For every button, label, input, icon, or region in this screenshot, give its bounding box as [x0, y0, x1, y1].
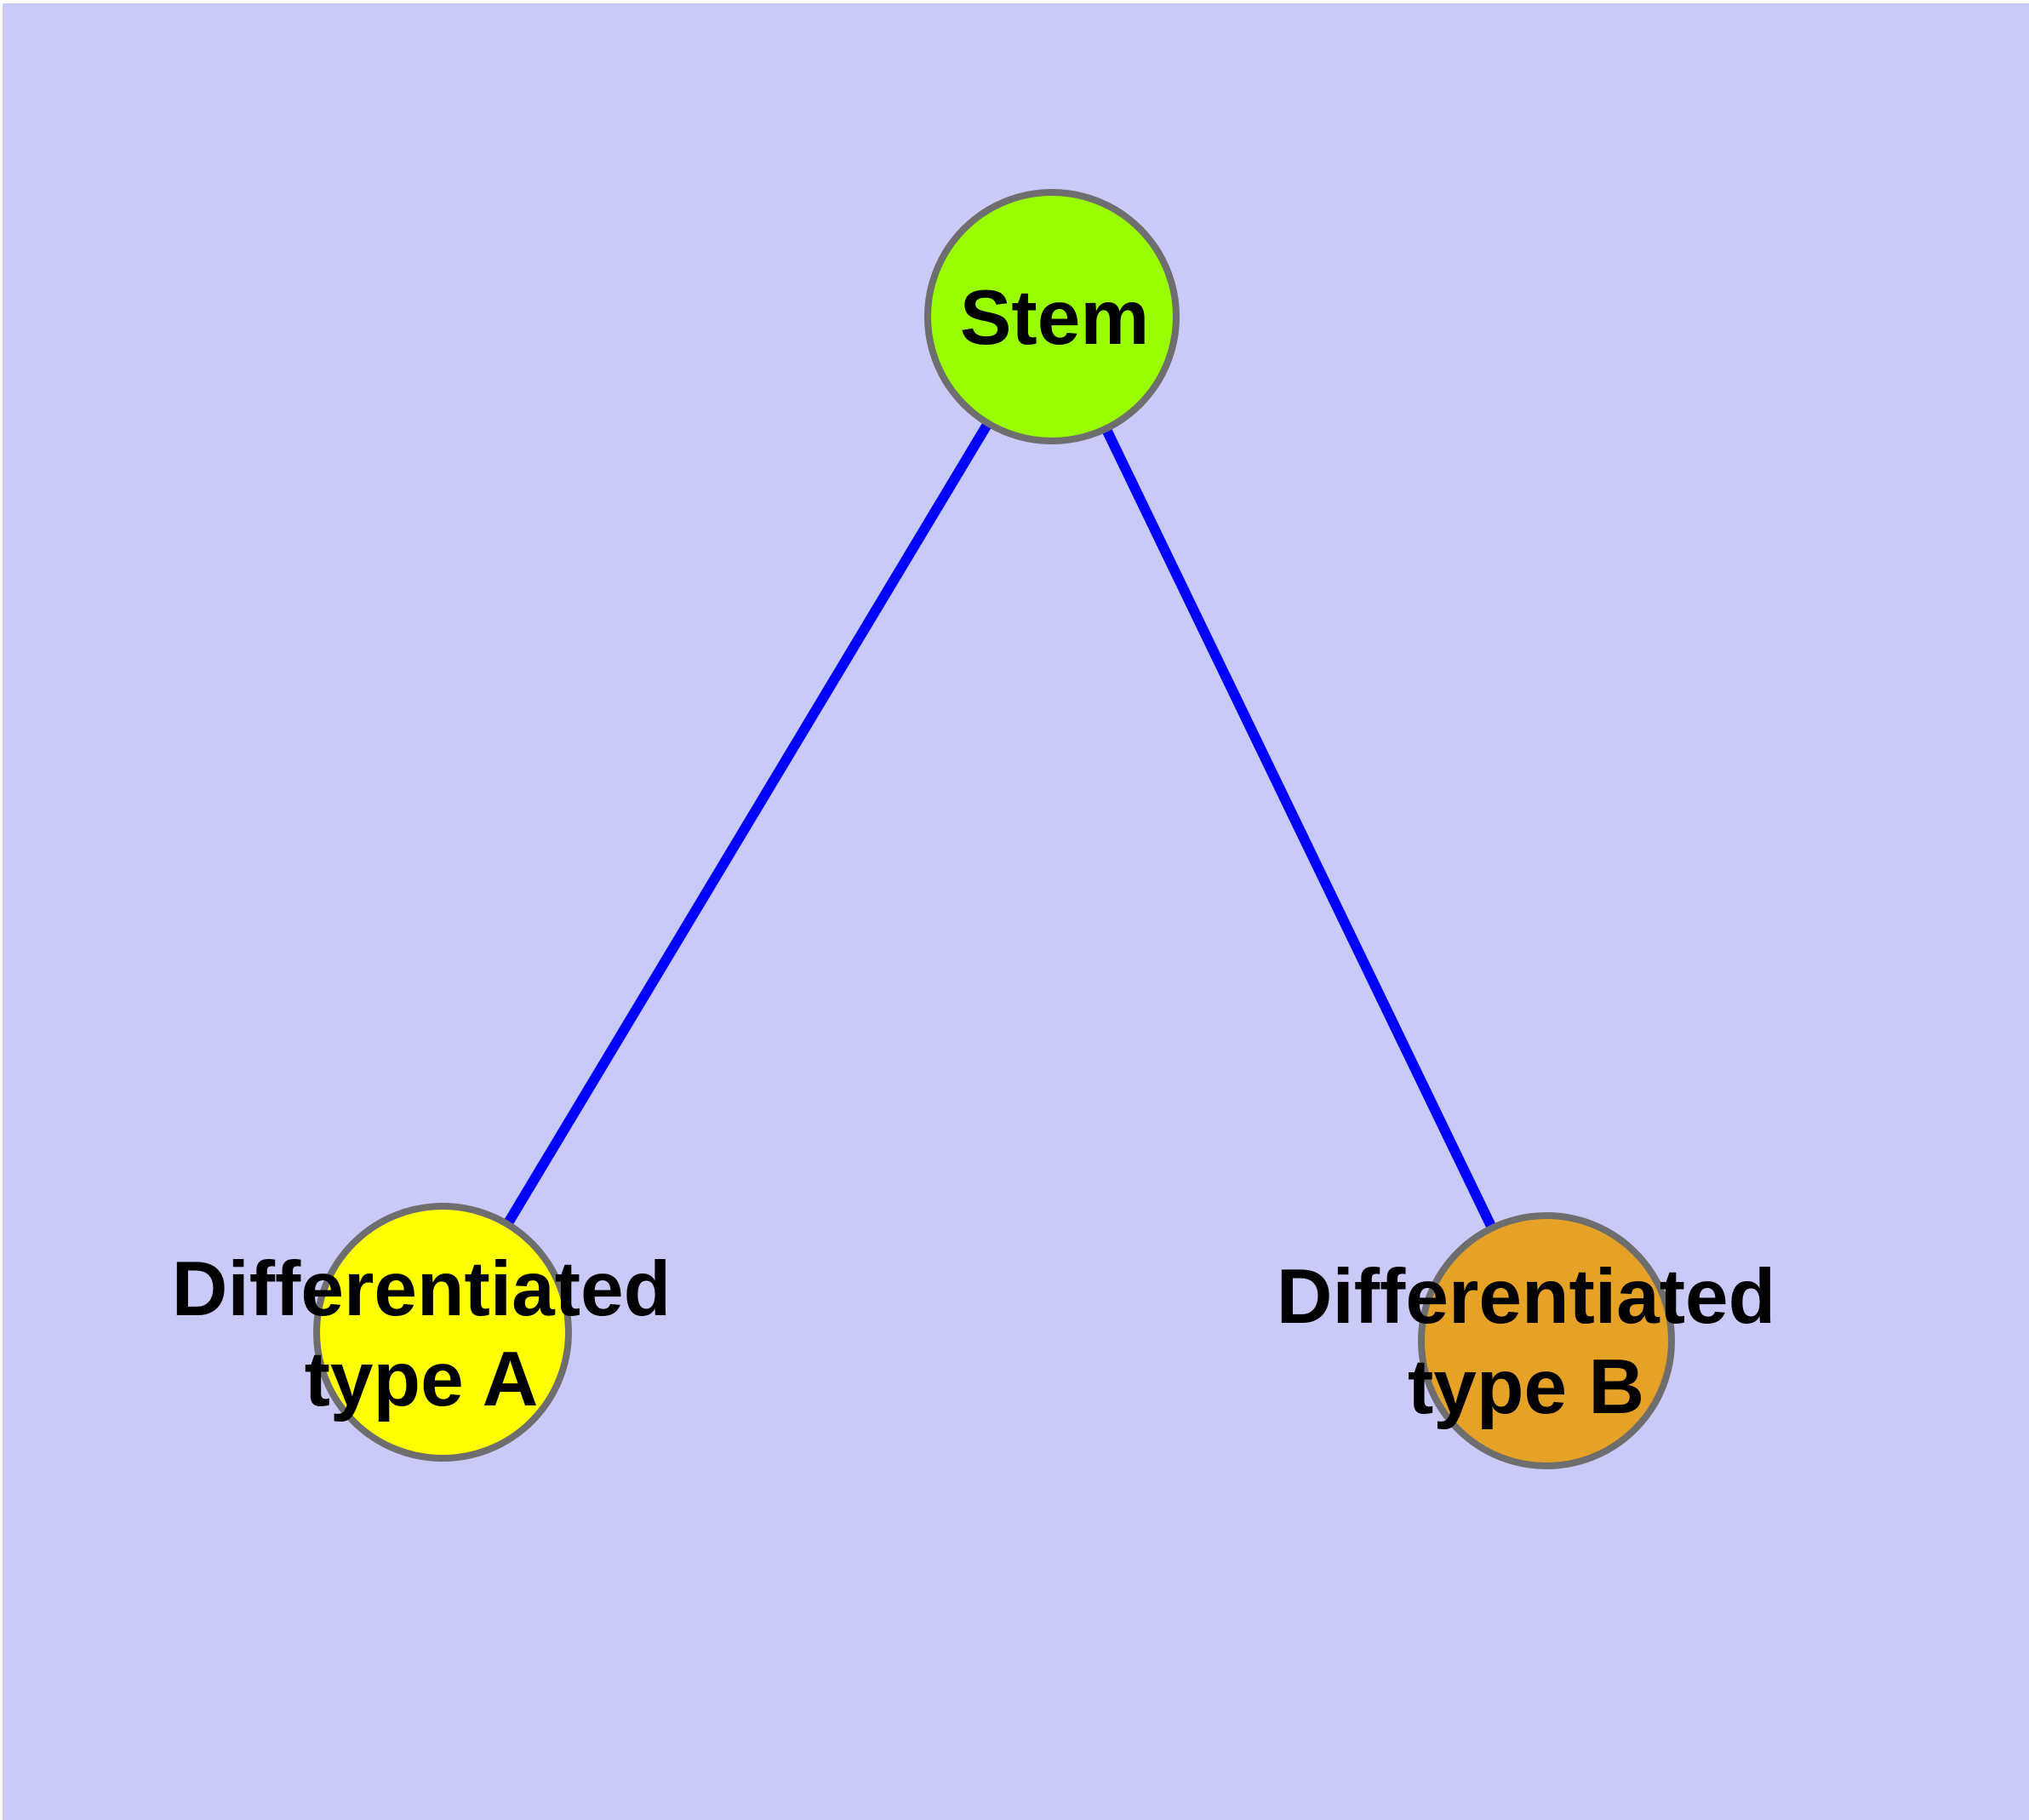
- node-label-line: Stem: [959, 275, 1150, 361]
- node-label-line: Differentiated: [1276, 1254, 1776, 1340]
- edge-stem-to-type-a: [437, 313, 1057, 1336]
- node-label-differentiated-type-b: Differentiated type B: [1277, 1252, 1776, 1433]
- node-label-line: Differentiated: [171, 1246, 672, 1332]
- node-stem: [924, 189, 1180, 444]
- edge-stem-to-type-b: [1047, 314, 1552, 1343]
- node-label-stem: Stem: [960, 273, 1150, 363]
- node-differentiated-type-b: [1418, 1212, 1675, 1469]
- node-label-line: type B: [1407, 1344, 1645, 1430]
- node-label-line: type A: [304, 1336, 539, 1422]
- node-label-differentiated-type-a: Differentiated type A: [172, 1245, 672, 1425]
- node-differentiated-type-a: [313, 1203, 572, 1462]
